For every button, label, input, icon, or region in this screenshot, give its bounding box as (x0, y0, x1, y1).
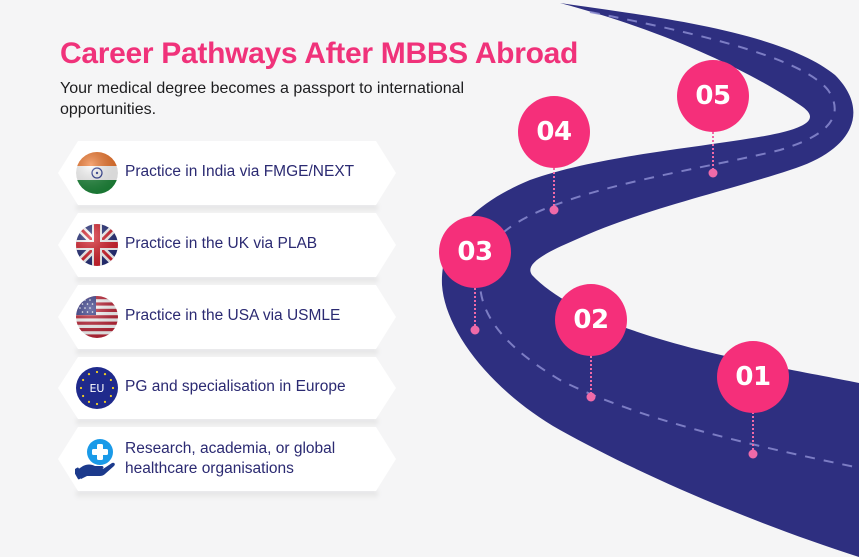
milestone-badge-05: 05 (677, 60, 749, 132)
pathway-card-research: Research, academia, or global healthcare… (58, 427, 396, 491)
pathway-label: PG and specialisation in Europe (125, 378, 346, 395)
milestone-connectors (470, 132, 758, 459)
milestone-badge-02: 02 (555, 284, 627, 356)
pathway-card-india: Practice in India via FMGE/NEXT (58, 141, 396, 205)
eu-flag-text: EU (89, 382, 104, 395)
healthcare-hand-icon (75, 439, 115, 480)
pathway-label: Research, academia, or global healthcare… (125, 440, 336, 477)
card-shadow (76, 349, 378, 357)
card-shadow (76, 419, 378, 427)
milestone-badge-03: 03 (439, 216, 511, 288)
card-shadow (76, 205, 378, 213)
card-shadow (76, 277, 378, 285)
pathway-card-uk: Practice in the UK via PLAB (58, 213, 396, 277)
page-title: Career Pathways After MBBS Abroad (60, 37, 579, 70)
road-center-line (478, 11, 856, 468)
uk-flag-icon (76, 224, 118, 266)
milestone-badge-01: 01 (717, 341, 789, 413)
road-shape (441, 3, 859, 557)
pathway-label: Practice in the UK via PLAB (125, 235, 318, 252)
eu-flag-icon: EU (76, 367, 118, 409)
india-flag-icon (76, 152, 118, 194)
card-shadow (76, 491, 378, 499)
pathway-label: Practice in the USA via USMLE (125, 307, 341, 324)
page-subtitle: Your medical degree becomes a passport t… (60, 80, 465, 118)
pathway-card-usa: Practice in the USA via USMLE (58, 285, 396, 349)
usa-flag-icon (76, 296, 118, 338)
pathway-label: Practice in India via FMGE/NEXT (125, 163, 355, 180)
milestone-badge-04: 04 (518, 96, 590, 168)
pathway-card-europe: EU PG and specialisation in Europe (58, 357, 396, 419)
